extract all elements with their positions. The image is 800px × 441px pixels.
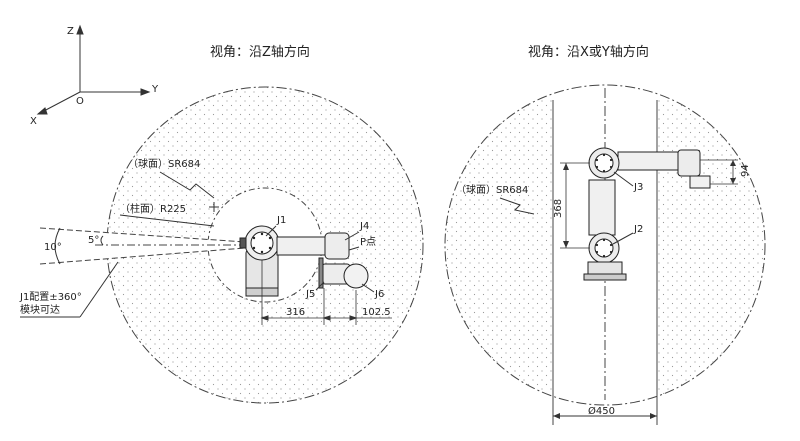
joint-j1-connector — [239, 237, 247, 249]
p-point-leader — [348, 246, 360, 251]
side-base-flange — [583, 273, 627, 281]
wedge-lower-line — [39, 247, 246, 265]
p-point-label: P点 — [360, 236, 376, 248]
right-sphere-callout-label: （球面）SR684 — [456, 183, 528, 196]
joint-j2-cap — [594, 238, 614, 258]
origin-label: O — [76, 96, 84, 107]
joint-j3-cap — [594, 153, 614, 173]
x-arrow-icon — [36, 107, 48, 115]
note-leader-line — [79, 261, 119, 318]
dim-94-label: 94 — [740, 164, 751, 177]
j2-leader — [612, 232, 634, 245]
j6-leader — [361, 283, 375, 293]
right-sphere-leader — [499, 197, 535, 215]
j1-note-line2: 模块可达 — [20, 304, 60, 316]
j1-bolts — [252, 232, 272, 254]
side-joint-bolts — [595, 153, 613, 258]
y-axis-label: Y — [151, 84, 159, 95]
side-base-top — [587, 261, 623, 275]
z-axis-label: Z — [67, 26, 74, 37]
angle-5-arc — [100, 235, 104, 246]
y-arrow-icon — [140, 88, 151, 96]
forearm-link — [617, 151, 679, 171]
dim-102-label: 102.5 — [362, 307, 391, 318]
joint-j4 — [324, 232, 350, 260]
j4-label: J4 — [359, 221, 369, 232]
wrist-side — [677, 149, 701, 177]
dim-450-label: Ø450 — [588, 405, 615, 417]
cylinder-callout-label: （柱面）R225 — [120, 202, 186, 215]
j1-label: J1 — [276, 215, 286, 226]
x-axis-line — [41, 91, 81, 113]
angle-10-label: 10° — [44, 242, 62, 253]
j6-label: J6 — [374, 289, 384, 300]
j5-leader — [315, 281, 325, 291]
arm-link — [276, 236, 328, 256]
wrist-plate — [318, 257, 324, 289]
dim-316-label: 316 — [286, 307, 305, 318]
j1-leader — [265, 225, 277, 237]
j3-leader — [613, 171, 634, 187]
upper-arm-link — [588, 179, 616, 236]
sphere-callout-label: （球面）SR684 — [128, 157, 200, 170]
j1-note-line1: J1配置±360° — [19, 291, 82, 303]
angle-5-label: 5° — [88, 235, 99, 246]
j5-label: J5 — [305, 289, 315, 300]
j2-label: J2 — [633, 224, 643, 235]
coordinate-axes — [36, 24, 151, 115]
dim-94 — [700, 159, 738, 185]
cylinder-leader-line — [119, 214, 215, 227]
angle-10-arc — [54, 227, 61, 265]
excluded-wedge — [45, 228, 245, 264]
dim-368-label: 368 — [553, 199, 564, 218]
joint-j1-cap — [250, 231, 274, 255]
left-dimensions — [260, 260, 392, 325]
sphere-leader-line — [159, 171, 215, 199]
dim-368 — [560, 162, 590, 249]
x-axis-label: X — [30, 116, 37, 127]
wedge-upper-line — [39, 227, 246, 243]
robot-arm-side-view — [583, 147, 711, 281]
z-arrow-icon — [76, 24, 84, 35]
joint-j6 — [343, 263, 369, 289]
j4-leader — [344, 231, 360, 241]
left-view-title: 视角：沿Z轴方向 — [210, 44, 310, 60]
wrist-end — [689, 175, 711, 189]
left-view: 10° 5° （球面）SR684 （柱面）R225 J1配置±360° 模块可达 — [19, 86, 424, 404]
right-view-title: 视角：沿X或Y轴方向 — [528, 44, 649, 60]
robot-arm-top-view — [239, 225, 369, 297]
j3-label: J3 — [633, 182, 643, 193]
right-view: Ø450 （球面）SR684 J3 J2 — [444, 84, 766, 425]
